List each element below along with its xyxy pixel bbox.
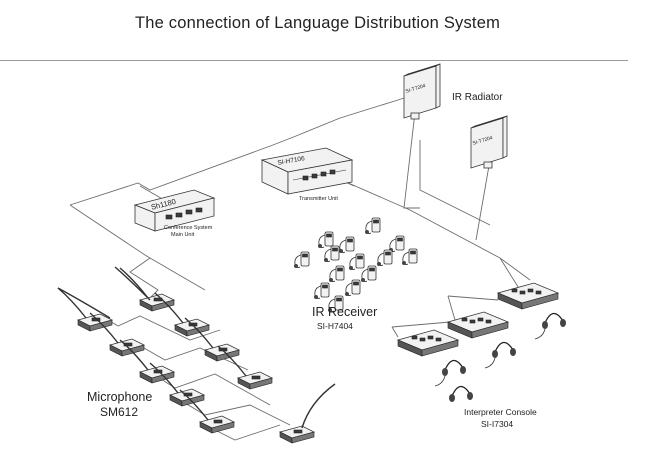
cable-mic-b	[149, 257, 206, 291]
main-unit-caption-line1: Conference System	[164, 225, 213, 231]
ir-receiver	[324, 245, 340, 262]
transmitter-caption: Transmitter Unit	[299, 196, 338, 202]
conference-main-unit	[133, 189, 216, 232]
transmitter-unit	[260, 147, 354, 195]
cable-mic-f	[179, 399, 291, 426]
cable-top	[295, 99, 399, 137]
ir-receiver	[377, 249, 393, 266]
headset-icon	[534, 312, 566, 340]
ir-receiver	[402, 248, 418, 265]
ir-receiver-model-label: SI-H7404	[317, 321, 353, 331]
ir-receiver	[389, 235, 405, 252]
ir-receiver	[318, 231, 334, 248]
cable-main-to-mics	[69, 204, 151, 259]
microphone-unit	[57, 266, 151, 319]
ir-radiator-label: IR Radiator	[452, 92, 503, 103]
interpreter-console-label: Interpreter Console	[464, 407, 537, 417]
interpreter-console	[396, 329, 460, 357]
cable-main-to-transmitter	[69, 135, 297, 206]
ir-receiver	[361, 265, 377, 282]
interpreter-console	[446, 311, 510, 339]
interpreter-consoles	[396, 282, 566, 402]
cable-transmitter-to-consoles	[329, 174, 531, 281]
interpreter-console	[496, 282, 560, 310]
microphone-unit	[119, 267, 176, 312]
microphone-unit	[119, 339, 176, 384]
microphone-unit	[217, 345, 274, 390]
diagram-title: The connection of Language Distribution …	[134, 14, 501, 32]
ir-receiver	[314, 282, 330, 299]
ir-receiver	[339, 236, 355, 253]
cable-console-1	[499, 257, 521, 291]
wiring	[69, 95, 531, 441]
headset-icon	[449, 385, 473, 402]
headset-icon	[484, 341, 516, 369]
microphone-label: Microphone	[87, 390, 153, 404]
ir-receiver	[329, 265, 345, 282]
cable-radiator-2-path	[419, 140, 491, 226]
cable-console-2b	[447, 295, 456, 321]
cable-console-3	[391, 321, 451, 328]
ir-receivers	[294, 217, 418, 312]
ir-radiator-1	[403, 63, 441, 120]
microphone-units	[57, 266, 336, 444]
cable-console-2	[447, 295, 499, 301]
microphone-unit	[89, 312, 146, 357]
ir-receiver	[328, 295, 344, 312]
interpreter-console-model-label: SI-I7304	[481, 419, 514, 429]
title-divider	[0, 60, 628, 61]
microphone-unit	[57, 287, 114, 332]
ir-radiator-2	[470, 115, 508, 169]
ir-receiver	[365, 217, 381, 234]
cable-mic-a	[129, 257, 159, 301]
main-unit-caption-line2: Main Unit	[171, 232, 195, 238]
ir-receiver	[345, 279, 361, 296]
cable-radiator-1	[403, 111, 420, 209]
microphone-unit	[179, 389, 236, 434]
headset-icon	[434, 359, 466, 387]
microphone-model-label: SM612	[100, 405, 139, 419]
microphone-unit	[278, 383, 336, 444]
cable-console-3b	[391, 326, 399, 338]
ir-receiver	[349, 253, 365, 270]
cable-mic-g	[214, 424, 281, 441]
microphone-unit	[149, 362, 206, 407]
ir-receiver	[294, 251, 310, 268]
ir-receiver-label: IR Receiver	[312, 305, 378, 319]
cable-radiator-2	[475, 159, 491, 241]
